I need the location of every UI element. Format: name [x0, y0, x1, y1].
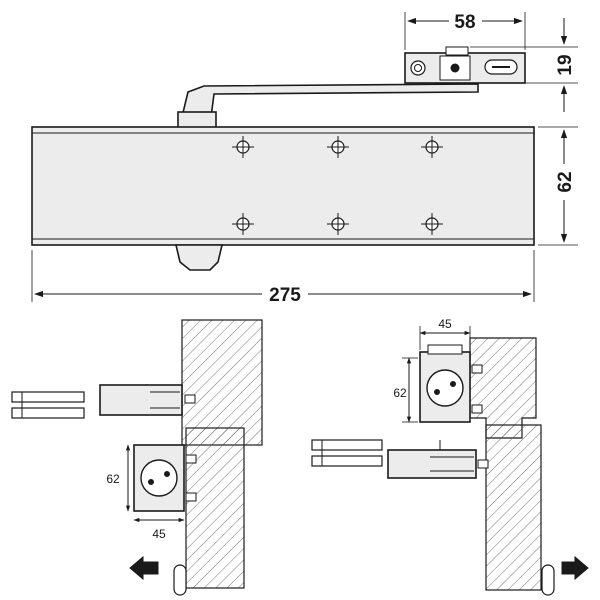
mounting-hole — [232, 213, 254, 235]
closer-arm — [177, 83, 479, 129]
mounting-hole — [327, 213, 349, 235]
closer-elevation: 58 19 62 275 — [31, 12, 578, 306]
dimension-body-height: 62 — [538, 126, 578, 246]
mounting-hole — [232, 136, 254, 158]
arm-shoe — [404, 46, 526, 84]
closer-body — [31, 126, 535, 271]
dim-label-58: 58 — [454, 12, 475, 33]
mounting-holes — [232, 136, 443, 235]
push-direction-left-arrow — [129, 555, 159, 581]
dimension-arm-shoe-height: 19 — [470, 18, 578, 112]
dim-label-62-right: 62 — [393, 386, 407, 400]
arm-end-left — [11, 391, 85, 419]
dim-label-19: 19 — [555, 54, 576, 75]
mounting-hole — [421, 136, 443, 158]
dimension-body-length: 275 — [31, 250, 535, 306]
mounting-hole — [327, 136, 349, 158]
mounting-detail-left: 62 45 — [11, 319, 263, 596]
door-frame-right — [469, 337, 537, 439]
dim-label-45-left: 45 — [152, 527, 166, 541]
dimension-arm-shoe-width: 58 — [404, 12, 526, 50]
arm-end-right — [311, 439, 383, 467]
dim-label-62: 62 — [555, 171, 576, 192]
push-direction-right-arrow — [561, 555, 589, 581]
door-leaf-right — [485, 424, 542, 591]
door-leaf — [185, 427, 245, 589]
closer-end-view-left — [133, 444, 197, 512]
door-frame — [181, 319, 263, 446]
mounting-detail-right: 45 62 — [311, 317, 589, 596]
dim-label-45-right: 45 — [438, 317, 452, 331]
dim-label-275: 275 — [269, 285, 301, 306]
mounting-hole — [421, 213, 443, 235]
dim-label-62-left: 62 — [106, 472, 120, 486]
closer-end-view-right — [419, 344, 483, 423]
